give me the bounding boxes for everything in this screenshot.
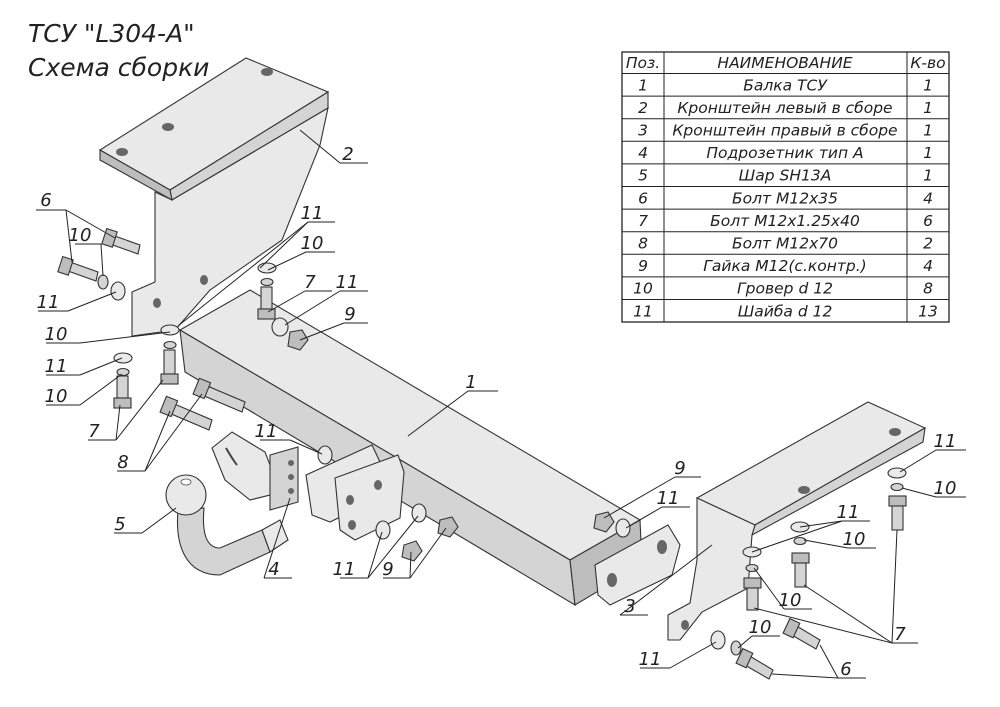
table-cell-name: Гровер d 12 bbox=[737, 280, 833, 298]
callout-label: 11 bbox=[336, 272, 359, 293]
table-cell-pos: 5 bbox=[638, 167, 648, 185]
callout-label: 10 bbox=[749, 617, 772, 638]
table-cell-qty: 1 bbox=[923, 144, 933, 162]
table-cell-pos: 1 bbox=[638, 76, 648, 94]
table-cell-qty: 8 bbox=[923, 280, 933, 298]
table-cell-pos: 2 bbox=[638, 99, 648, 117]
callout-label: 6 bbox=[40, 190, 51, 211]
table-cell-qty: 1 bbox=[923, 99, 933, 117]
tow-ball-drawing bbox=[165, 474, 289, 576]
table-cell-pos: 4 bbox=[638, 144, 648, 162]
callout-label: 11 bbox=[301, 203, 324, 224]
callout-label: 11 bbox=[837, 502, 860, 523]
callout-label: 10 bbox=[45, 324, 68, 345]
table-cell-name: Кронштейн правый в сборе bbox=[672, 122, 897, 140]
table-cell-name: Болт М12х70 bbox=[732, 235, 838, 253]
callout-label: 10 bbox=[301, 233, 324, 254]
table-cell-name: Подрозетник тип А bbox=[706, 144, 863, 162]
callout-label: 11 bbox=[333, 559, 356, 580]
callout-label: 9 bbox=[382, 559, 393, 580]
callout-label: 11 bbox=[639, 649, 662, 670]
table-cell-name: Болт М12х1.25х40 bbox=[710, 212, 860, 230]
table-cell-pos: 10 bbox=[633, 280, 653, 298]
tow-beam-drawing bbox=[178, 289, 681, 607]
callout-label: 1 bbox=[465, 372, 476, 393]
socket-plate-drawing bbox=[211, 431, 299, 511]
callout-label: 2 bbox=[342, 144, 353, 165]
table-cell-name: Балка ТСУ bbox=[743, 76, 828, 94]
table-cell-qty: 1 bbox=[923, 122, 933, 140]
table-cell-name: Шайба d 12 bbox=[738, 302, 833, 320]
table-cell-pos: 9 bbox=[638, 257, 648, 275]
callout-label: 11 bbox=[255, 421, 278, 442]
table-cell-pos: 3 bbox=[638, 122, 648, 140]
table-header-qty: К-во bbox=[910, 54, 945, 72]
callout-label: 10 bbox=[45, 386, 68, 407]
callout-label: 11 bbox=[657, 488, 680, 509]
table-cell-pos: 6 bbox=[638, 189, 648, 207]
left-bracket-drawing bbox=[98, 57, 330, 337]
callout-label: 10 bbox=[843, 529, 866, 550]
table-cell-qty: 6 bbox=[923, 212, 933, 230]
callout-label: 11 bbox=[37, 292, 60, 313]
table-cell-name: Шар SH13A bbox=[739, 167, 832, 185]
right-bracket-drawing bbox=[667, 401, 927, 641]
callout-label: 7 bbox=[304, 272, 316, 293]
table-cell-pos: 8 bbox=[638, 235, 648, 253]
callout-label: 7 bbox=[88, 421, 100, 442]
title-line2: Схема сборки bbox=[28, 53, 209, 82]
table-cell-name: Кронштейн левый в сборе bbox=[677, 99, 892, 117]
callout-label: 3 bbox=[624, 596, 635, 617]
table-cell-name: Болт М12х35 bbox=[732, 189, 838, 207]
callout-label: 8 bbox=[117, 452, 128, 473]
table-cell-qty: 2 bbox=[923, 235, 933, 253]
table-cell-pos: 7 bbox=[638, 212, 648, 230]
table-header-name: НАИМЕНОВАНИЕ bbox=[717, 54, 852, 72]
callout-label: 9 bbox=[344, 304, 355, 325]
table-cell-qty: 13 bbox=[918, 302, 938, 320]
callout-label: 4 bbox=[268, 559, 279, 580]
table-cell-qty: 4 bbox=[923, 257, 933, 275]
table-cell-pos: 11 bbox=[633, 302, 653, 320]
callout-label: 11 bbox=[45, 356, 68, 377]
callout-label: 6 bbox=[840, 659, 851, 680]
table-cell-name: Гайка М12(с.контр.) bbox=[703, 257, 866, 275]
fasteners-drawing bbox=[57, 227, 907, 680]
callout-label: 9 bbox=[674, 458, 685, 479]
title-line1: ТСУ "L304-A" bbox=[28, 19, 195, 48]
table-cell-qty: 1 bbox=[923, 167, 933, 185]
leader-lines bbox=[36, 129, 966, 679]
callout-label: 7 bbox=[894, 624, 906, 645]
table-header-pos: Поз. bbox=[626, 54, 660, 72]
callout-label: 10 bbox=[69, 225, 92, 246]
table-cell-qty: 4 bbox=[923, 189, 933, 207]
callout-label: 5 bbox=[114, 514, 125, 535]
table-cell-qty: 1 bbox=[923, 76, 933, 94]
callout-label: 11 bbox=[934, 431, 957, 452]
callout-label: 10 bbox=[779, 590, 802, 611]
callout-label: 10 bbox=[934, 478, 957, 499]
